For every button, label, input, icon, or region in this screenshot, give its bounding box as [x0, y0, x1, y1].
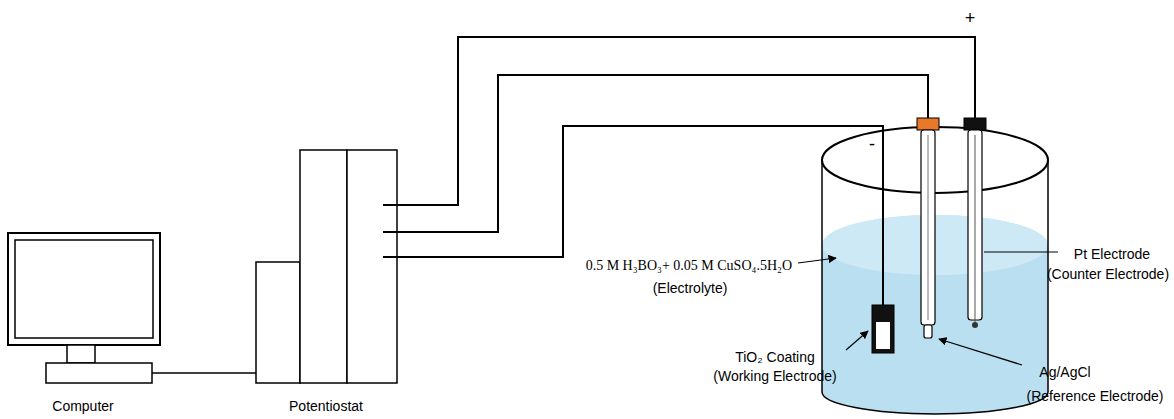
label-text: TiO₂ Coating — [735, 349, 815, 365]
beaker-wall — [821, 160, 823, 392]
label-text: - — [869, 134, 875, 155]
label-text: (Reference Electrode) — [1027, 388, 1164, 404]
computer-cable — [152, 372, 256, 374]
electrode-wire — [975, 135, 976, 322]
monitor-screen — [15, 240, 153, 338]
label-text: Computer — [52, 398, 113, 414]
tio2-coating — [876, 322, 890, 349]
potentiostat-unit — [300, 150, 347, 383]
monitor-frame — [8, 233, 160, 345]
electrode-tip — [972, 322, 978, 328]
label-text: Ag/AgCl — [1039, 364, 1090, 380]
electrode-body — [921, 130, 935, 325]
electrode-cap — [917, 118, 939, 130]
label-text: 0.5 M H₃BO₃+ 0.05 M CuSO₄.5H₂O — [586, 258, 792, 274]
label-text: Potentiostat — [289, 398, 363, 414]
label-text: + — [965, 8, 976, 29]
potentiostat-unit — [256, 262, 300, 383]
label-text: (Electrolyte) — [653, 280, 728, 296]
electrode-cap — [964, 118, 986, 130]
monitor-neck — [67, 345, 95, 363]
leader-line — [984, 252, 1058, 253]
leader-arrow — [939, 339, 1022, 365]
label-text: Pt Electrode — [1074, 246, 1150, 262]
working-electrode — [872, 305, 894, 353]
electrode-wire — [928, 135, 929, 320]
label-text: (Working Electrode) — [713, 368, 836, 384]
wire — [383, 126, 883, 305]
wire — [383, 75, 928, 232]
label-text: (Counter Electrode) — [1047, 266, 1169, 282]
leader-arrow — [798, 258, 836, 263]
beaker-bottom — [822, 392, 1048, 414]
leader-arrow — [846, 331, 868, 350]
potentiostat-unit — [347, 150, 397, 383]
wire — [383, 37, 975, 205]
monitor-base — [46, 363, 152, 383]
electrode-tip — [924, 325, 932, 338]
